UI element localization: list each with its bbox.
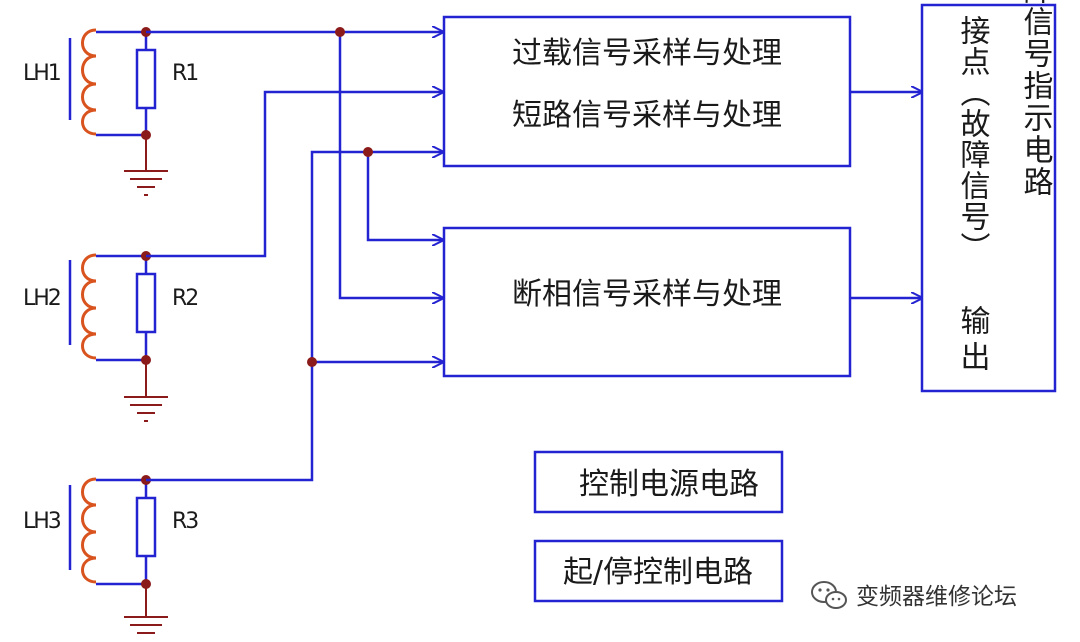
coil-icon <box>81 477 97 584</box>
fault-indicator-title: 故障信号指示电路 <box>1018 0 1054 198</box>
block-fault-indicator: 故障信号指示电路 接点（故障信号） 输出 <box>920 0 1057 393</box>
wiring <box>146 32 922 482</box>
resistor-label: R1 <box>172 61 197 86</box>
resistor-icon <box>135 496 157 558</box>
phase-loss-label: 断相信号采样与处理 <box>512 277 782 312</box>
ground-icon <box>124 396 168 422</box>
overload-label: 过载信号采样与处理 <box>512 36 782 71</box>
fault-indicator-sub1: 接点（故障信号） <box>955 15 991 263</box>
resistor-icon <box>135 272 157 334</box>
resistor-label: R3 <box>172 509 198 534</box>
block-power-control: 控制电源电路 <box>533 450 784 514</box>
coil-icon <box>81 253 97 360</box>
sensor-lh3: LH3 R3 <box>23 475 200 634</box>
node-dot <box>307 357 317 367</box>
short-circuit-label: 短路信号采样与处理 <box>512 98 782 133</box>
ground-icon <box>124 170 168 196</box>
node-dot <box>363 147 373 157</box>
coil-label: LH2 <box>23 286 60 311</box>
sensor-lh1: LH1 R1 <box>23 27 199 196</box>
coil-icon <box>81 28 97 136</box>
sensor-lh2: LH2 R2 <box>23 251 199 422</box>
fault-indicator-sub2: 输出 <box>955 305 990 377</box>
block-phase-loss: 断相信号采样与处理 <box>442 226 852 378</box>
block-overload-short: 过载信号采样与处理 短路信号采样与处理 <box>442 15 852 168</box>
ground-icon <box>124 616 168 634</box>
coil-label: LH1 <box>23 61 60 86</box>
coil-label: LH3 <box>23 509 61 534</box>
watermark: 变频器维修论坛 <box>811 581 1017 610</box>
resistor-label: R2 <box>172 286 197 311</box>
node-dot <box>141 355 151 365</box>
watermark-text: 变频器维修论坛 <box>856 584 1017 610</box>
wechat-icon <box>811 581 847 609</box>
block-start-stop: 起/停控制电路 <box>533 539 784 603</box>
resistor-icon <box>135 48 157 110</box>
node-dot <box>335 27 345 37</box>
node-dot <box>141 130 151 140</box>
power-control-label: 控制电源电路 <box>579 467 759 502</box>
start-stop-label: 起/停控制电路 <box>563 555 753 590</box>
node-dot <box>141 579 151 589</box>
